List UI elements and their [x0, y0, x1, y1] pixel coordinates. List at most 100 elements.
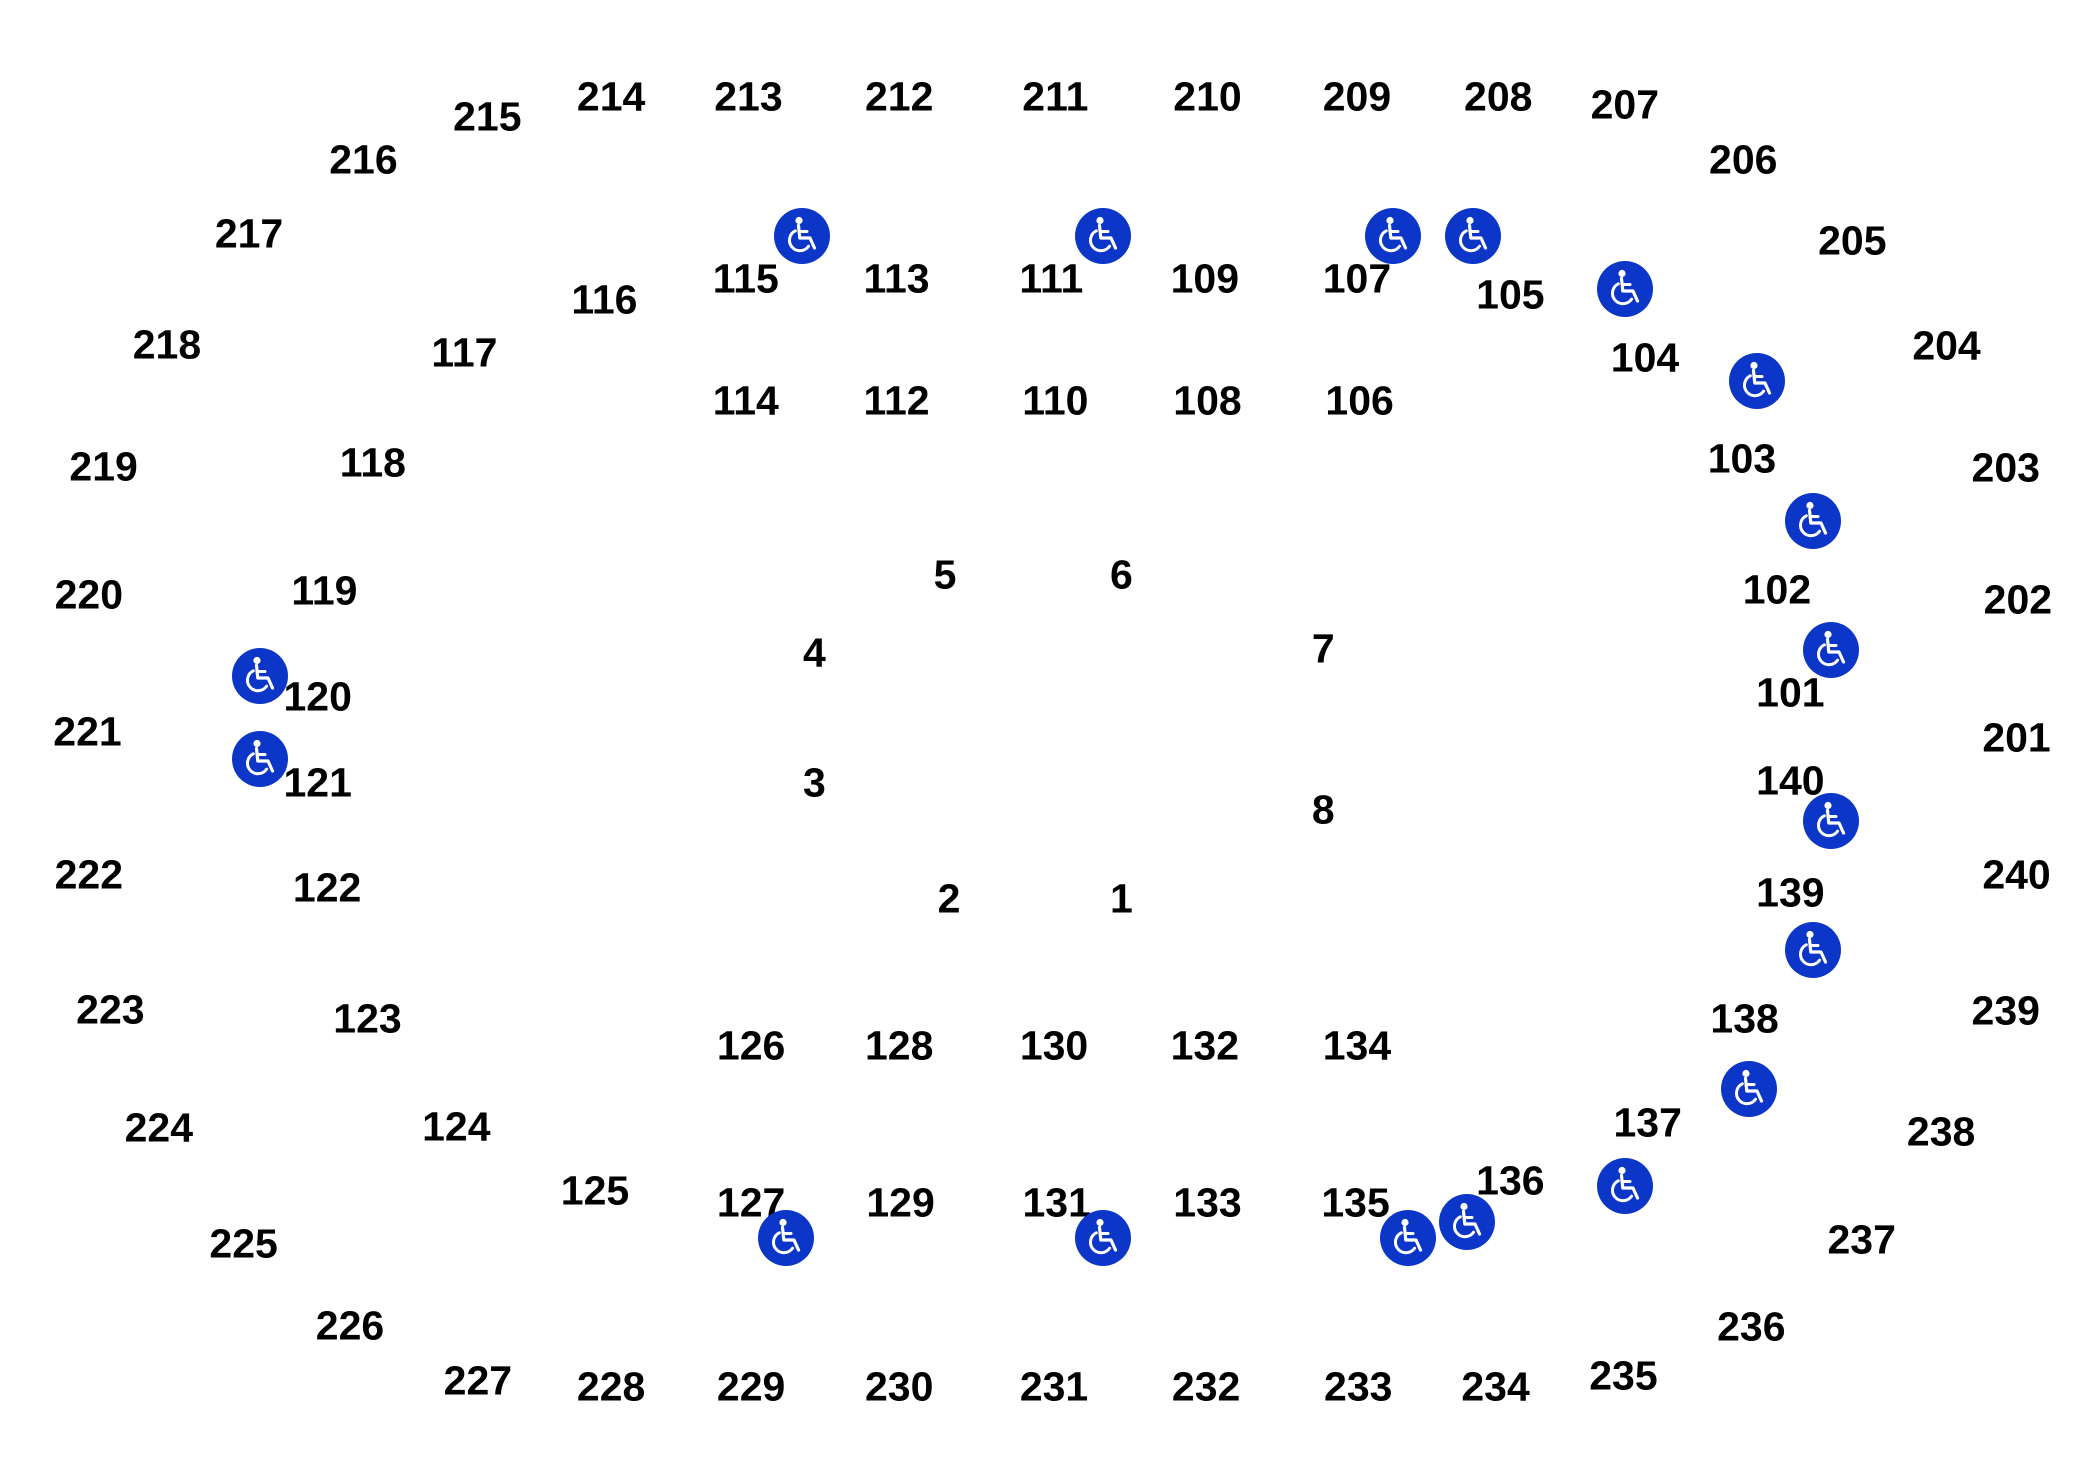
upper-section-204-label: 204 — [1912, 322, 1981, 369]
inner-section-1-label: 1 — [1109, 875, 1133, 922]
upper-section-210-label: 210 — [1173, 73, 1242, 120]
wheelchair-accessible-icon — [1444, 207, 1501, 264]
inner-section-6-label: 6 — [1109, 551, 1133, 598]
upper-section-217-label: 217 — [214, 210, 284, 257]
wheelchair-accessible-icon — [1802, 622, 1859, 679]
inner-section-4-label: 4 — [803, 629, 826, 676]
lower-section-128-label: 128 — [865, 1022, 934, 1069]
upper-section-240-label: 240 — [1982, 851, 2051, 898]
lower-section-119-label: 119 — [291, 567, 358, 614]
wheelchair-accessible-icon — [231, 647, 288, 704]
lower-section-107-label: 107 — [1322, 255, 1392, 302]
upper-section-208-label: 208 — [1464, 73, 1533, 120]
lower-section-117-label: 117 — [431, 329, 498, 376]
upper-section-239-label: 239 — [1971, 987, 2040, 1034]
wheelchair-accessible-icon — [1074, 1210, 1131, 1267]
lower-section-129-label: 129 — [866, 1179, 935, 1226]
lower-section-102-label: 102 — [1742, 566, 1812, 613]
lower-section-133-label: 133 — [1173, 1179, 1242, 1226]
wheelchair-accessible-icon — [1365, 207, 1422, 264]
upper-section-219-label: 219 — [69, 443, 138, 490]
upper-section-213-label: 213 — [714, 73, 783, 120]
lower-section-126-label: 126 — [716, 1022, 786, 1069]
upper-section-227-label: 227 — [443, 1357, 513, 1404]
upper-section-235-label: 235 — [1589, 1352, 1658, 1399]
lower-section-125-label: 125 — [560, 1167, 630, 1214]
upper-section-229-label: 229 — [716, 1363, 786, 1410]
upper-section-223-label: 223 — [76, 986, 145, 1033]
wheelchair-accessible-icon — [1728, 352, 1785, 409]
wheelchair-accessible-icon — [1785, 922, 1842, 979]
wheelchair-accessible-icon — [1439, 1194, 1496, 1251]
wheelchair-accessible-icon — [1596, 1157, 1653, 1214]
wheelchair-accessible-icon — [1074, 207, 1131, 264]
lower-section-111-label: 111 — [1019, 255, 1084, 302]
lower-section-112-label: 112 — [863, 377, 930, 424]
lower-section-123-label: 123 — [333, 995, 402, 1042]
upper-section-238-label: 238 — [1906, 1108, 1976, 1155]
lower-section-135-label: 135 — [1321, 1179, 1390, 1226]
lower-section-130-label: 130 — [1019, 1022, 1089, 1069]
upper-section-211-label: 211 — [1022, 73, 1089, 120]
lower-section-134-label: 134 — [1322, 1022, 1392, 1069]
inner-section-7-label: 7 — [1311, 625, 1335, 672]
wheelchair-accessible-icon — [1380, 1210, 1437, 1267]
lower-section-124-label: 124 — [422, 1103, 491, 1150]
upper-section-216-label: 216 — [329, 136, 398, 183]
upper-section-224-label: 224 — [124, 1104, 194, 1151]
wheelchair-accessible-icon — [1802, 793, 1859, 850]
upper-section-234-label: 234 — [1461, 1363, 1530, 1410]
lower-section-104-label: 104 — [1610, 334, 1680, 381]
inner-section-2-label: 2 — [937, 875, 961, 922]
wheelchair-accessible-icon — [758, 1210, 815, 1267]
lower-section-115-label: 115 — [712, 255, 779, 302]
upper-section-201-label: 201 — [1982, 714, 2051, 761]
lower-section-113-label: 113 — [863, 255, 930, 302]
lower-section-121-label: 121 — [283, 759, 352, 806]
upper-section-220-label: 220 — [54, 571, 124, 618]
lower-section-101-label: 101 — [1756, 669, 1825, 716]
lower-section-106-label: 106 — [1325, 377, 1394, 424]
lower-section-110-label: 110 — [1022, 377, 1089, 424]
upper-section-206-label: 206 — [1709, 136, 1778, 183]
lower-section-140-label: 140 — [1756, 757, 1825, 804]
upper-section-202-label: 202 — [1983, 576, 2053, 623]
upper-section-205-label: 205 — [1818, 217, 1887, 264]
upper-section-207-label: 207 — [1590, 81, 1660, 128]
wheelchair-accessible-icon — [231, 731, 288, 788]
wheelchair-accessible-icon — [774, 207, 831, 264]
upper-section-228-label: 228 — [576, 1363, 646, 1410]
lower-section-132-label: 132 — [1170, 1022, 1240, 1069]
lower-section-120-label: 120 — [283, 673, 352, 720]
upper-section-203-label: 203 — [1971, 444, 2040, 491]
inner-section-3-label: 3 — [803, 759, 826, 806]
upper-section-214-label: 214 — [576, 73, 646, 120]
lower-section-116-label: 116 — [571, 276, 638, 323]
inner-section-5-label: 5 — [933, 551, 957, 598]
upper-section-232-label: 232 — [1171, 1363, 1241, 1410]
lower-section-139-label: 139 — [1756, 869, 1825, 915]
lower-section-138-label: 138 — [1710, 995, 1779, 1042]
upper-section-230-label: 230 — [865, 1363, 934, 1410]
upper-section-237-label: 237 — [1827, 1216, 1896, 1263]
lower-section-122-label: 122 — [292, 864, 362, 911]
upper-section-218-label: 218 — [132, 321, 202, 368]
lower-section-108-label: 108 — [1173, 377, 1242, 424]
upper-section-236-label: 236 — [1717, 1303, 1786, 1350]
lower-section-136-label: 136 — [1476, 1157, 1545, 1204]
upper-section-231-label: 231 — [1019, 1363, 1089, 1410]
upper-section-226-label: 226 — [315, 1302, 385, 1349]
lower-section-103-label: 103 — [1707, 435, 1777, 482]
upper-section-233-label: 233 — [1324, 1363, 1393, 1410]
upper-section-225-label: 225 — [209, 1220, 278, 1267]
lower-section-131-label: 131 — [1022, 1179, 1091, 1226]
upper-section-209-label: 209 — [1322, 73, 1392, 120]
upper-section-221-label: 221 — [53, 708, 122, 755]
wheelchair-accessible-icon — [1720, 1061, 1777, 1118]
upper-section-215-label: 215 — [453, 93, 522, 140]
lower-section-118-label: 118 — [339, 439, 406, 486]
lower-section-105-label: 105 — [1476, 271, 1545, 318]
wheelchair-accessible-icon — [1785, 492, 1842, 549]
upper-section-222-label: 222 — [54, 851, 124, 898]
